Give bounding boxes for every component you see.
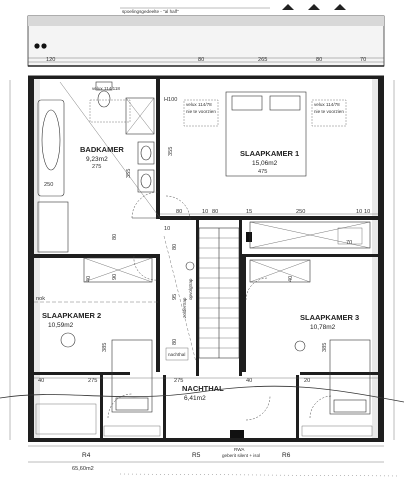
bed-slaapkamer-1	[225, 91, 307, 177]
dim-left-1: 40	[86, 276, 92, 282]
shower	[37, 201, 69, 253]
room-slaapkamer-1: velux 114/78 nie te voorzien velux 114/7…	[164, 91, 347, 221]
dim-sk1-w: 475	[258, 169, 267, 175]
section-cut-line	[0, 385, 404, 403]
room-name-slaapkamer-2: SLAAPKAMER 2	[42, 311, 101, 320]
roof-band: spoelingsgedeelte - "al half"	[27, 7, 385, 77]
north-markers	[282, 4, 346, 10]
room-area-slaapkamer-1: 15,06m2	[252, 160, 278, 167]
dim-top-4: 80	[316, 57, 322, 63]
staircase: zoldertrap opvolgtrap 80 95 80 10 nachth…	[163, 226, 240, 363]
mid-dimension-line: 80 10 80 15 250 10 10 70	[160, 209, 378, 246]
triangle-marker-icon	[282, 4, 294, 10]
room-area-nachthal: 6,41m2	[184, 395, 206, 402]
room-nachthal: 275 NACHTHAL 6,41m2	[34, 377, 378, 437]
dim-mid-small-2: 95	[172, 294, 178, 300]
dim-bath-w: 275	[92, 164, 101, 170]
dim-right-2: 40	[246, 378, 252, 384]
label-rwa: RWA	[234, 447, 245, 452]
dim-bath-h: 355	[126, 169, 132, 178]
dim-mid-3: 80	[212, 209, 218, 215]
room-area-badkamer: 9,23m2	[86, 156, 108, 163]
dim-top-5: 70	[360, 57, 366, 63]
stair-note-1: opvolgtrap	[188, 278, 193, 300]
room-name-nachthal: NACHTHAL	[182, 384, 224, 393]
dim-left-2: 80	[112, 234, 118, 240]
velux-label-2b: nie te voorzien	[186, 109, 216, 114]
dim-right-3: 20	[304, 378, 310, 384]
dim-sk2-w: 275	[88, 378, 97, 384]
room-badkamer: velux 114/118 BADKAMER 9,23m2 275 355 25…	[37, 81, 161, 253]
bottom-strip: R4 R5 R6 RWA geberit silent + isol 65,60…	[28, 445, 401, 477]
velux-label-3b: nie te voorzien	[314, 109, 344, 114]
dim-sk2-h: 385	[102, 343, 108, 352]
label-geberit: geberit silent + isol	[222, 453, 260, 458]
room-slaapkamer-3: SLAAPKAMER 3 10,78m2 385 40 40 20	[245, 259, 371, 415]
dim-bath-side: 250	[44, 182, 53, 188]
dim-mid-1: 80	[176, 209, 182, 215]
triangle-marker-icon	[334, 4, 346, 10]
dim-top-3: 265	[258, 57, 267, 63]
velux-label-3a: velux 114/78	[314, 102, 340, 107]
room-slaapkamer-2: nok SLAAPKAMER 2 10,59m2 385 275 40 80 9…	[34, 234, 160, 413]
dim-mid-6: 10	[356, 209, 362, 215]
bottom-dimension: 65,60m2	[72, 466, 94, 472]
dim-top-1: 120	[46, 57, 55, 63]
label-r5: R5	[192, 452, 201, 459]
label-zoldertrap: zoldertrap	[182, 297, 187, 318]
triangle-marker-icon	[308, 4, 320, 10]
dim-mid-small-1: 80	[172, 244, 178, 250]
bathtub	[37, 99, 65, 197]
dim-mid-8: 70	[346, 240, 352, 246]
stair-note-2: nachthal	[168, 352, 185, 357]
room-name-badkamer: BADKAMER	[80, 145, 124, 154]
room-area-slaapkamer-2: 10,59m2	[48, 322, 74, 329]
bed-slaapkamer-3	[329, 339, 371, 415]
label-r6: R6	[282, 452, 291, 459]
label-h100: H100	[164, 97, 177, 103]
dim-mid-5: 250	[296, 209, 305, 215]
roof-dots	[34, 43, 47, 49]
header-note: spoelingsgedeelte - "al half"	[122, 9, 179, 14]
room-name-slaapkamer-3: SLAAPKAMER 3	[300, 313, 359, 322]
dim-mid-7: 10	[364, 209, 370, 215]
wardrobe-upper	[249, 221, 371, 249]
velux-label-1: velux 114/118	[92, 86, 120, 91]
dim-mid-4: 15	[246, 209, 252, 215]
dim-sk1-h: 355	[168, 147, 174, 156]
bed-slaapkamer-2	[111, 339, 153, 413]
dim-left-3: 90	[112, 274, 118, 280]
label-nok: nok	[36, 296, 45, 302]
dim-mid-small-3: 80	[172, 339, 178, 345]
interior-walls	[34, 79, 378, 438]
dim-sk3-h: 385	[322, 343, 328, 352]
dim-right-1: 40	[288, 276, 294, 282]
dim-mid-2: 10	[202, 209, 208, 215]
dim-mid-small-0: 10	[164, 226, 170, 232]
dim-top-2: 80	[198, 57, 204, 63]
outer-walls	[9, 76, 395, 442]
dim-hall-w: 275	[174, 378, 183, 384]
sink-2	[137, 169, 155, 193]
velux-label-2a: velux 114/78	[186, 102, 212, 107]
room-name-slaapkamer-1: SLAAPKAMER 1	[240, 149, 299, 158]
label-r4: R4	[82, 452, 91, 459]
toilet	[95, 81, 113, 91]
top-dimension-line: 120 80 265 80 70	[28, 57, 384, 63]
dim-left-4: 40	[38, 378, 44, 384]
sink-1	[137, 141, 155, 165]
room-area-slaapkamer-3: 10,78m2	[310, 324, 336, 331]
